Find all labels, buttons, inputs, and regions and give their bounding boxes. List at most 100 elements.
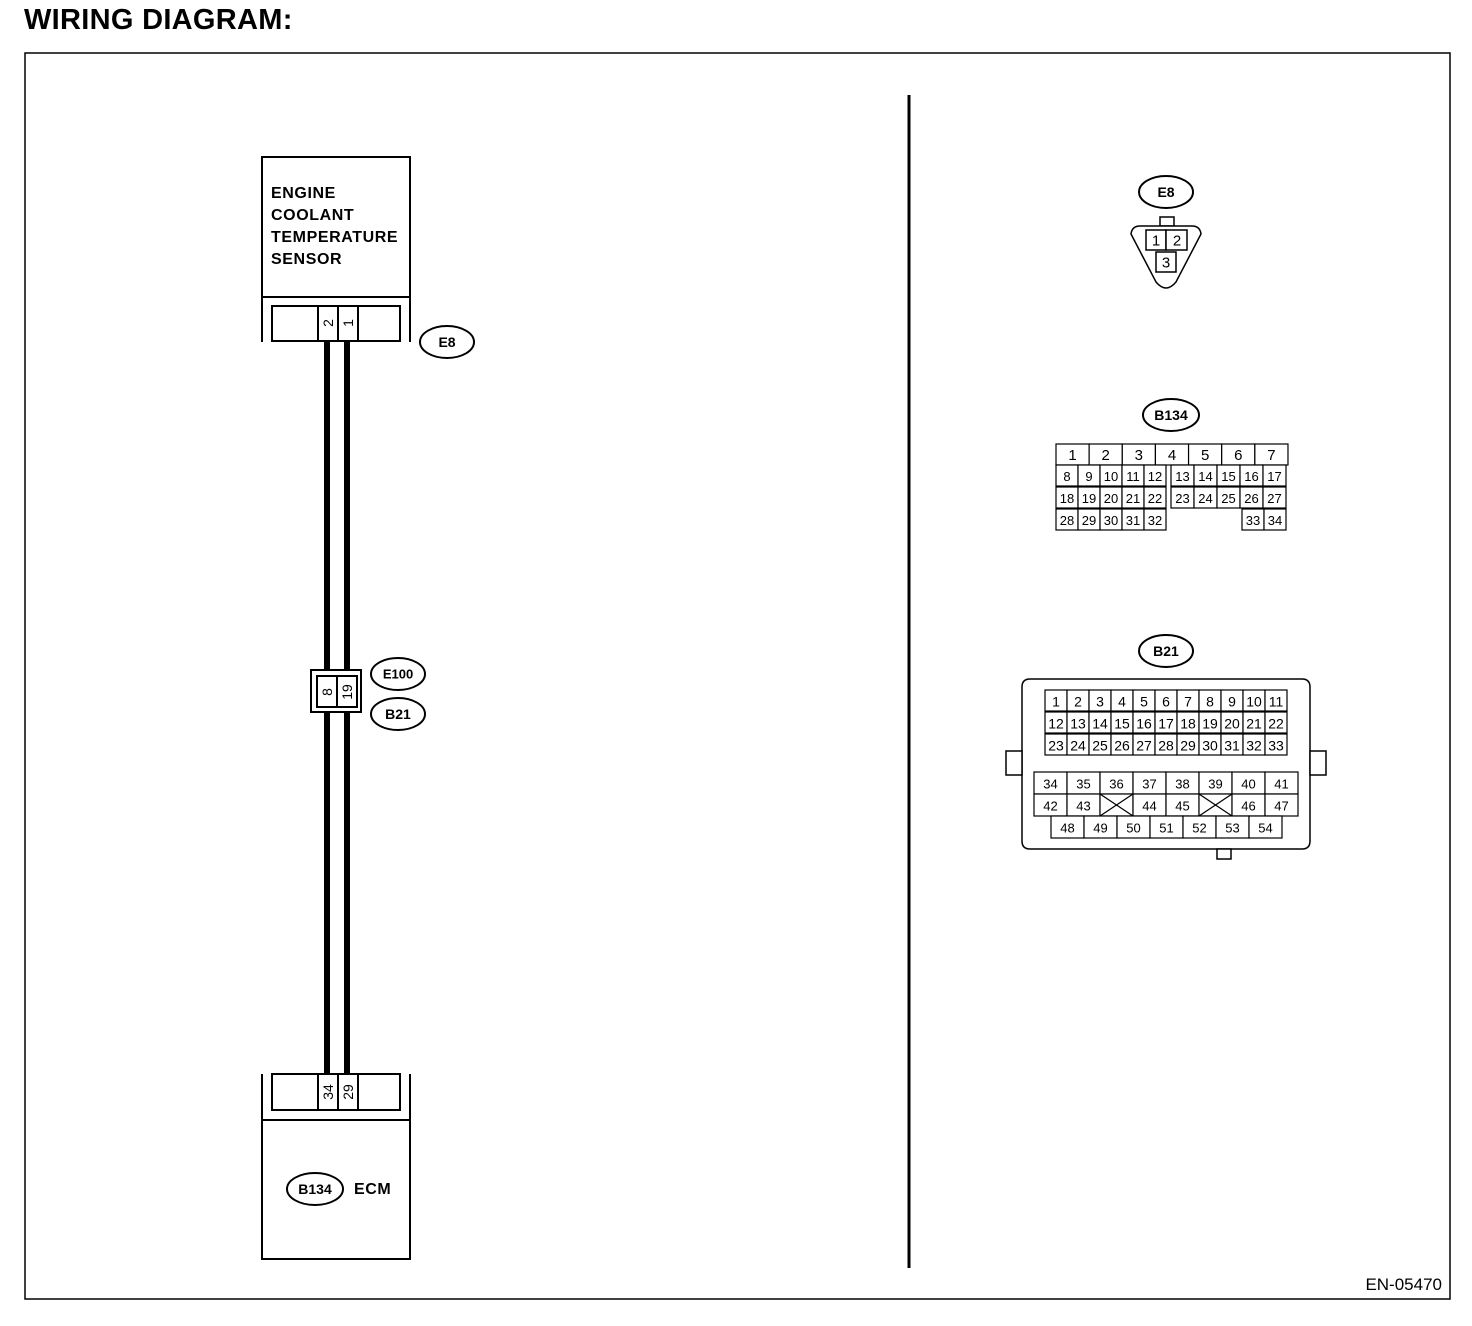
ecm-label: ECM [354, 1181, 391, 1198]
joint-pin-19: 19 [339, 684, 355, 700]
b21-pin-39: 39 [1208, 777, 1222, 792]
connector-view-b134-id: B134 [1154, 407, 1188, 423]
b21-pin-26: 26 [1114, 738, 1130, 754]
sensor-pin-1: 1 [340, 319, 356, 327]
joint-connector: 8 19 E100 B21 [310, 657, 426, 731]
b21-pin-11: 11 [1269, 694, 1284, 710]
b134-pin-30: 30 [1104, 513, 1118, 528]
b21-pin-5: 5 [1140, 694, 1148, 710]
ecm-connector [271, 1073, 401, 1111]
b134-pin-12-cell [1143, 464, 1167, 487]
b21-pin-7: 7 [1184, 694, 1192, 710]
b134-pin-4: 4 [1168, 447, 1176, 464]
sensor-name-line-4: SENSOR [271, 251, 342, 268]
b134-pin-17-cell [1262, 464, 1287, 487]
joint-pin-8: 8 [319, 688, 335, 696]
b21-pin-3: 3 [1096, 694, 1104, 710]
b134-pin-2: 2 [1102, 447, 1110, 464]
b21-pin-14: 14 [1092, 716, 1108, 732]
b134-pin-29: 29 [1082, 513, 1096, 528]
b21-pin-27: 27 [1136, 738, 1152, 754]
e8-view-pin-2: 2 [1173, 233, 1181, 250]
b21-pin-18: 18 [1180, 716, 1196, 732]
b134-pin-1: 1 [1068, 447, 1076, 464]
b134-pin-33: 33 [1246, 513, 1260, 528]
b21-pin-37: 37 [1142, 777, 1156, 792]
connector-view-e8-id: E8 [1157, 184, 1174, 200]
b21-pin-45: 45 [1175, 799, 1189, 814]
sensor-connector-id: E8 [438, 334, 455, 350]
b134-pin-17: 17 [1267, 469, 1281, 484]
b134-pin-11: 11 [1126, 469, 1140, 484]
b21-pin-25: 25 [1092, 738, 1108, 754]
ecm-pin-29: 29 [340, 1084, 356, 1100]
b21-pin-38: 38 [1175, 777, 1189, 792]
diagram-frame [24, 52, 1451, 1300]
b21-pin-22: 22 [1268, 716, 1284, 732]
ecm-unit: 34 29 B134 ECM [261, 1073, 411, 1260]
b21-pin-32: 32 [1246, 738, 1262, 754]
b134-pin-32: 32 [1148, 513, 1162, 528]
b134-pin-12: 12 [1148, 469, 1162, 484]
b134-pin-19: 19 [1082, 491, 1096, 506]
b21-pin-44: 44 [1142, 799, 1156, 814]
b21-pin-28: 28 [1158, 738, 1174, 754]
b134-pin-22-cell [1143, 486, 1167, 509]
b21-pin-42: 42 [1043, 799, 1057, 814]
b21-pin-54: 54 [1258, 821, 1272, 836]
b134-pin-22: 22 [1148, 491, 1162, 506]
b21-pin-10: 10 [1246, 694, 1262, 710]
ecm-pin-34: 34 [320, 1084, 336, 1100]
b21-pin-4: 4 [1118, 694, 1126, 710]
ecm-connector-id: B134 [298, 1181, 332, 1197]
b21-pin-16: 16 [1136, 716, 1152, 732]
b21-pin-15: 15 [1114, 716, 1130, 732]
b21-pin-2: 2 [1074, 694, 1082, 710]
b21-pin-54-cell [1248, 815, 1283, 839]
b134-pin-5: 5 [1201, 447, 1209, 464]
b134-pin-15: 15 [1221, 469, 1235, 484]
page-title: WIRING DIAGRAM: [24, 4, 293, 36]
b134-pin-6: 6 [1234, 447, 1242, 464]
b134-pin-21: 21 [1126, 491, 1140, 506]
b21-pin-23: 23 [1048, 738, 1064, 754]
b21-pin-47: 47 [1274, 799, 1288, 814]
b21-pin-13: 13 [1070, 716, 1086, 732]
b21-pin-22-cell [1264, 711, 1288, 734]
b21-pin-46: 46 [1241, 799, 1255, 814]
b134-pin-27: 27 [1267, 491, 1281, 506]
b134-pin-34: 34 [1268, 513, 1282, 528]
coolant-temperature-sensor: ENGINE COOLANT TEMPERATURE SENSOR 2 1 E8 [261, 156, 475, 359]
b134-pin-16: 16 [1244, 469, 1258, 484]
b21-pin-51: 51 [1159, 821, 1173, 836]
b21-pin-30: 30 [1202, 738, 1218, 754]
b21-pin-40: 40 [1241, 777, 1255, 792]
b134-pin-25: 25 [1221, 491, 1235, 506]
b21-pin-48: 48 [1060, 821, 1074, 836]
b21-pin-17: 17 [1158, 716, 1174, 732]
connector-view-e8: E8 1 2 3 [1130, 175, 1202, 289]
harness-wires [324, 341, 350, 1074]
b134-pin-34-cell [1263, 508, 1287, 531]
sensor-pin-2: 2 [320, 319, 336, 327]
b21-pin-52: 52 [1192, 821, 1206, 836]
b134-pin-24: 24 [1198, 491, 1212, 506]
b134-pin-8: 8 [1063, 469, 1070, 484]
blocked-pin-cross [1099, 793, 1134, 817]
joint-connector-id-b21: B21 [385, 706, 411, 722]
b134-pin-9: 9 [1085, 469, 1092, 484]
b134-pin-28: 28 [1060, 513, 1074, 528]
connector-view-b21-id: B21 [1153, 643, 1179, 659]
blocked-pin-cross [1198, 793, 1233, 817]
b21-pin-6: 6 [1162, 694, 1170, 710]
b134-pin-23: 23 [1175, 491, 1189, 506]
b134-pin-31: 31 [1126, 513, 1140, 528]
b21-pin-9: 9 [1228, 694, 1236, 710]
b134-pin-14: 14 [1198, 469, 1212, 484]
b21-pin-41: 41 [1274, 777, 1288, 792]
